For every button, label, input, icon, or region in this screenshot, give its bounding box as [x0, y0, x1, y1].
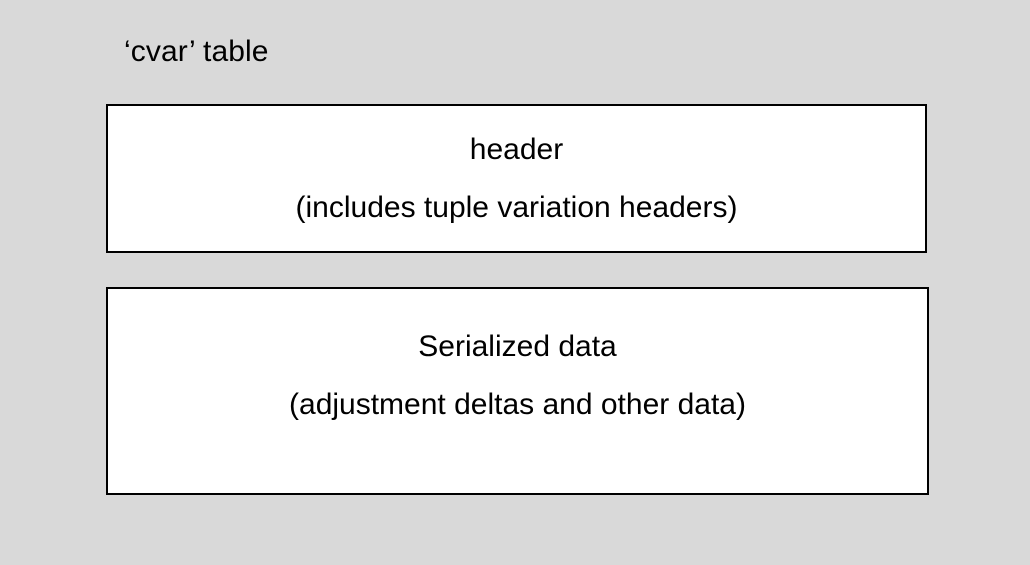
serialized-data-block-line-1: Serialized data: [418, 330, 617, 363]
page-title: ‘cvar’ table: [124, 35, 269, 68]
header-block-line-2: (includes tuple variation headers): [295, 190, 738, 224]
header-block: header (includes tuple variation headers…: [106, 104, 927, 253]
header-block-line-1: header: [469, 132, 564, 166]
serialized-data-block: Serialized data (adjustment deltas and o…: [106, 287, 929, 495]
serialized-data-block-line-2: (adjustment deltas and other data): [289, 388, 746, 421]
